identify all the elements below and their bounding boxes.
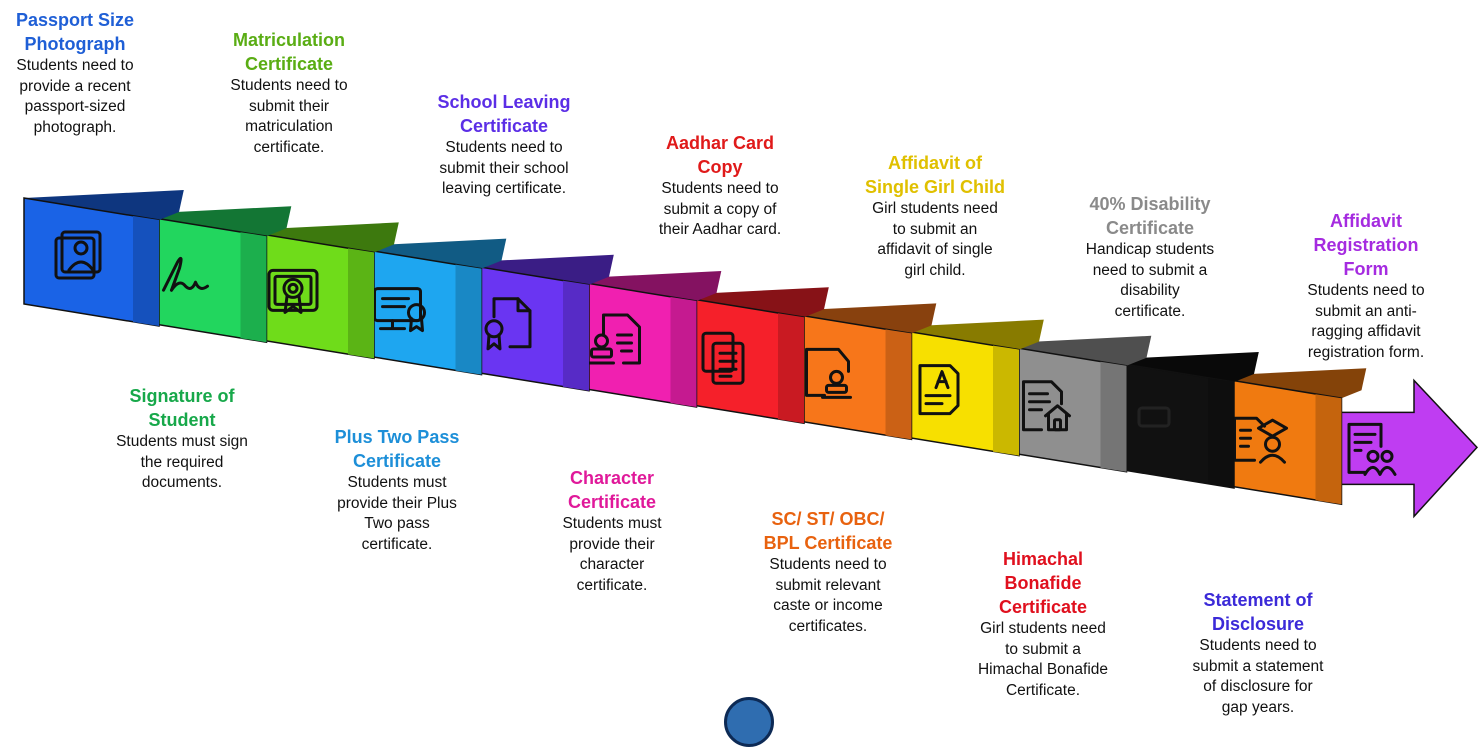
step-description: Students must provide their Plus Two pas… <box>337 474 457 553</box>
step-title: Signature of Student <box>129 386 235 430</box>
affidavit-icon <box>918 364 960 416</box>
flow-arrow <box>23 190 1478 519</box>
id-photo-icon <box>54 230 102 280</box>
step-description: Students need to submit a statement of d… <box>1192 637 1324 716</box>
step-description: Students need to submit their school lea… <box>439 139 569 197</box>
step-title: Character Certificate <box>567 468 657 512</box>
step-title: Plus Two Pass Certificate <box>334 427 460 471</box>
copy-documents-icon <box>701 331 745 385</box>
floating-action-button[interactable] <box>724 697 774 747</box>
step-panel-school-leaving <box>453 254 614 392</box>
step-panel-passport <box>23 190 184 327</box>
step-panel-caste <box>775 303 937 441</box>
step-title: Passport Size Photograph <box>15 10 135 54</box>
certificate-badge-icon <box>267 268 319 314</box>
step-title: Affidavit Registration Form <box>1313 211 1419 279</box>
step-description: Students need to submit relevant caste o… <box>769 556 887 635</box>
step-panel-disability <box>1098 352 1259 489</box>
step-description: Girl students need to submit an affidavi… <box>872 200 998 279</box>
step-description: Students need to submit an anti- ragging… <box>1307 282 1425 361</box>
step-description: Handicap students need to submit a disab… <box>1085 241 1215 320</box>
step-panel-disclosure <box>1205 368 1367 506</box>
step-title: SC/ ST/ OBC/ BPL Certificate <box>763 509 893 553</box>
step-title: Aadhar Card Copy <box>665 133 775 177</box>
step-title: Himachal Bonafide Certificate <box>998 549 1088 617</box>
home-document-icon <box>1022 380 1071 432</box>
stamp-document-icon <box>588 313 641 365</box>
step-description: Students need to submit a copy of their … <box>658 180 782 238</box>
step-description: Students must provide their character ce… <box>562 515 662 594</box>
form-people-icon <box>1347 422 1397 476</box>
step-description: Students must sign the required document… <box>116 433 248 491</box>
disability-icon <box>1137 406 1171 428</box>
step-title: 40% Disability Certificate <box>1089 194 1211 238</box>
step-description: Students need to submit their matriculat… <box>230 77 348 156</box>
signature-icon <box>162 256 209 292</box>
stamp-folder-icon <box>805 347 852 399</box>
step-title: School Leaving Certificate <box>437 92 571 136</box>
step-description: Students need to provide a recent passpo… <box>16 57 134 136</box>
step-title: Statement of Disclosure <box>1203 590 1313 634</box>
document-award-icon <box>484 297 532 351</box>
step-title: Matriculation Certificate <box>232 30 345 74</box>
step-title: Affidavit of Single Girl Child <box>864 153 1005 197</box>
step-panel-single-girl <box>883 319 1044 457</box>
step-panel-matriculation <box>238 222 399 360</box>
step-description: Girl students need to submit a Himachal … <box>977 620 1109 699</box>
